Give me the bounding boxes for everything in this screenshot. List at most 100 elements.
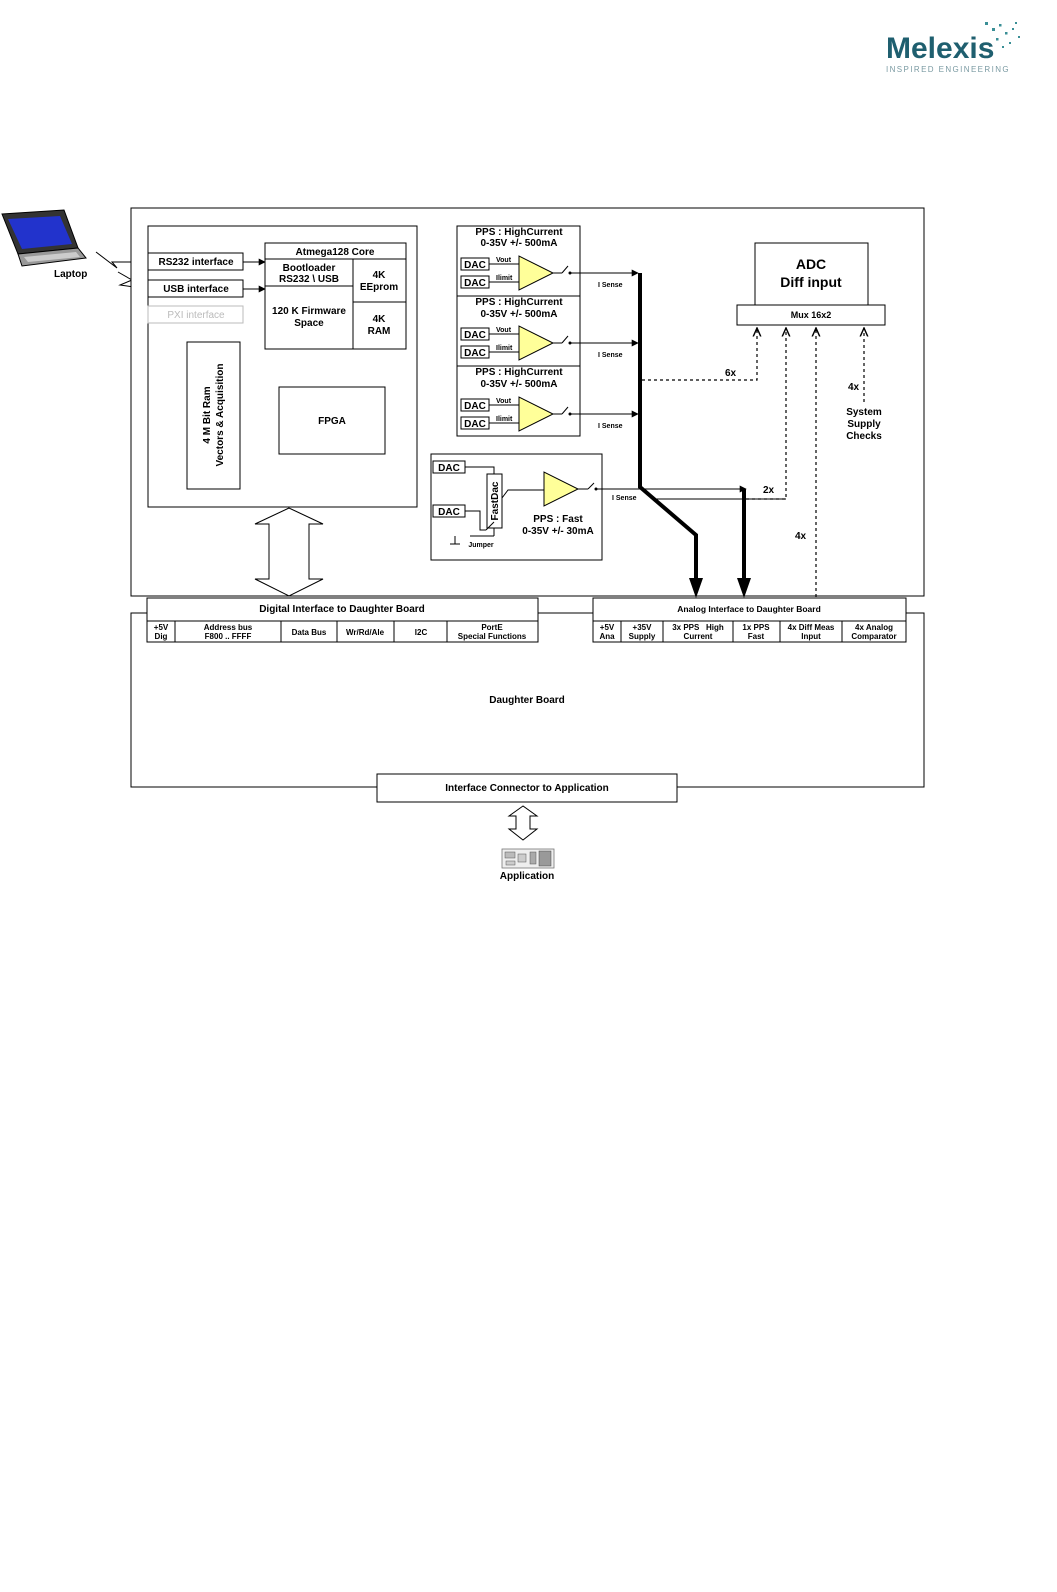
ilimit-label: Ilimit xyxy=(496,416,513,423)
pps-title: PPS : HighCurrent xyxy=(475,227,563,238)
digital-col-label: Wr/Rd/Ale xyxy=(346,628,385,637)
amplifier-icon xyxy=(518,255,555,291)
rs232-link-icon xyxy=(95,251,148,269)
system-checks-line2: Supply xyxy=(847,419,881,430)
digital-bus-arrow xyxy=(254,507,324,597)
jumper-label: Jumper xyxy=(468,542,494,549)
amplifier-icon xyxy=(543,471,580,507)
pxi-interface xyxy=(147,305,244,324)
bootloader-line2: RS232 \ USB xyxy=(279,274,339,285)
digital-interface-table: Digital Interface to Daughter Board +5V … xyxy=(146,597,539,643)
logo-dots-icon xyxy=(985,22,1020,48)
count-4x-top: 4x xyxy=(848,382,860,393)
laptop-icon xyxy=(1,209,87,267)
analog-col-label: Supply xyxy=(629,632,656,641)
bootloader-line1: Bootloader xyxy=(283,263,336,274)
analog-interface-title: Analog Interface to Daughter Board xyxy=(677,604,821,614)
adc-line1: ADC xyxy=(796,256,826,272)
application-connector-label: Interface Connector to Application xyxy=(445,783,609,794)
application-label: Application xyxy=(500,871,554,882)
application-board-icon xyxy=(501,848,555,869)
pps-high-current-2: PPS : HighCurrent 0-35V +/- 500mA DAC DA… xyxy=(456,295,639,367)
vout-label: Vout xyxy=(496,398,512,405)
isense-label: I Sense xyxy=(598,352,623,359)
high-current-bus xyxy=(638,273,698,580)
pps-title: PPS : HighCurrent xyxy=(475,297,563,308)
melexis-logo: Melexis INSPIRED ENGINEERING xyxy=(886,22,1020,74)
dac-label: DAC xyxy=(464,330,486,341)
analog-col-label: Ana xyxy=(599,632,615,641)
bit-ram-line2: Vectors & Acquisition xyxy=(215,364,226,467)
ram4k-line1: 4K xyxy=(373,314,387,325)
system-checks-line3: Checks xyxy=(846,431,882,442)
mux-block xyxy=(736,304,886,326)
bit-ram-line1: 4 M Bit Ram xyxy=(202,386,213,443)
usb-label: USB interface xyxy=(163,284,229,295)
atmega-core xyxy=(264,242,407,350)
logo-tagline: INSPIRED ENGINEERING xyxy=(886,65,1010,74)
mux-label: Mux 16x2 xyxy=(791,310,832,320)
dac-label: DAC xyxy=(438,463,460,474)
eeprom-line2: EEprom xyxy=(360,282,398,293)
logo-name: Melexis xyxy=(886,32,994,65)
system-checks-line1: System xyxy=(846,407,882,418)
eeprom-line1: 4K xyxy=(373,270,387,281)
digital-col-label: Special Functions xyxy=(458,632,527,641)
analog-interface-table: Analog Interface to Daughter Board +5V A… xyxy=(592,597,907,643)
application-connector xyxy=(376,773,678,803)
digital-col-label: I2C xyxy=(415,628,428,637)
count-4x-low: 4x xyxy=(795,531,807,542)
analog-col-label: Current xyxy=(684,632,713,641)
analog-col-label: 4x Analog xyxy=(855,623,893,632)
pps-high-current-3: PPS : HighCurrent 0-35V +/- 500mA DAC DA… xyxy=(456,365,639,437)
six-channel-link xyxy=(642,328,757,381)
dac-label: DAC xyxy=(464,348,486,359)
analog-col-label: Fast xyxy=(748,632,765,641)
pps-title: PPS : HighCurrent xyxy=(475,367,563,378)
vout-label: Vout xyxy=(496,257,512,264)
digital-col-label: F800 .. FFFF xyxy=(205,632,252,641)
analog-col-label: 3x PPS High xyxy=(672,623,724,632)
pps-range: 0-35V +/- 500mA xyxy=(481,379,558,390)
analog-col-label: +5V xyxy=(600,623,615,632)
analog-col-label: Input xyxy=(801,632,821,641)
dac-label: DAC xyxy=(464,260,486,271)
pps-range: 0-35V +/- 500mA xyxy=(481,238,558,249)
digital-interface-title: Digital Interface to Daughter Board xyxy=(259,604,425,615)
digital-col-label: Data Bus xyxy=(292,628,327,637)
dac-label: DAC xyxy=(438,507,460,518)
fpga-label: FPGA xyxy=(318,416,346,427)
adc-block xyxy=(754,242,869,306)
dac-label: DAC xyxy=(464,419,486,430)
vout-label: Vout xyxy=(496,327,512,334)
pps-range: 0-35V +/- 500mA xyxy=(481,309,558,320)
isense-label: I Sense xyxy=(612,495,637,502)
fastdac-label: FastDac xyxy=(490,481,501,520)
digital-col-label: Address bus xyxy=(204,623,253,632)
isense-label: I Sense xyxy=(598,423,623,430)
laptop-label: Laptop xyxy=(54,269,87,280)
digital-col-label: +5V xyxy=(154,623,169,632)
dac-label: DAC xyxy=(464,278,486,289)
core-title: Atmega128 Core xyxy=(296,247,375,258)
two-channel-link xyxy=(746,328,786,500)
daughter-board-label: Daughter Board xyxy=(489,695,565,706)
firmware-line2: Space xyxy=(294,318,324,329)
pps-fast-block: DAC DAC FastDac Jumper PPS : Fast 0-35V … xyxy=(430,453,637,561)
pxi-label: PXI interface xyxy=(167,310,225,321)
adc-line2: Diff input xyxy=(780,274,842,290)
digital-col-label: Dig xyxy=(155,632,168,641)
firmware-line1: 120 K Firmware xyxy=(272,306,346,317)
digital-col-label: PortE xyxy=(481,623,503,632)
rs232-label: RS232 interface xyxy=(158,257,233,268)
isense-label: I Sense xyxy=(598,282,623,289)
analog-col-label: Comparator xyxy=(851,632,896,641)
ilimit-label: Ilimit xyxy=(496,345,513,352)
amplifier-icon xyxy=(518,325,555,361)
analog-col-label: 1x PPS xyxy=(742,623,770,632)
analog-col-label: +35V xyxy=(633,623,653,632)
amplifier-icon xyxy=(518,396,555,432)
pps-fast-range: 0-35V +/- 30mA xyxy=(522,526,593,537)
application-bus-arrow xyxy=(507,805,539,841)
count-6x: 6x xyxy=(725,368,737,379)
